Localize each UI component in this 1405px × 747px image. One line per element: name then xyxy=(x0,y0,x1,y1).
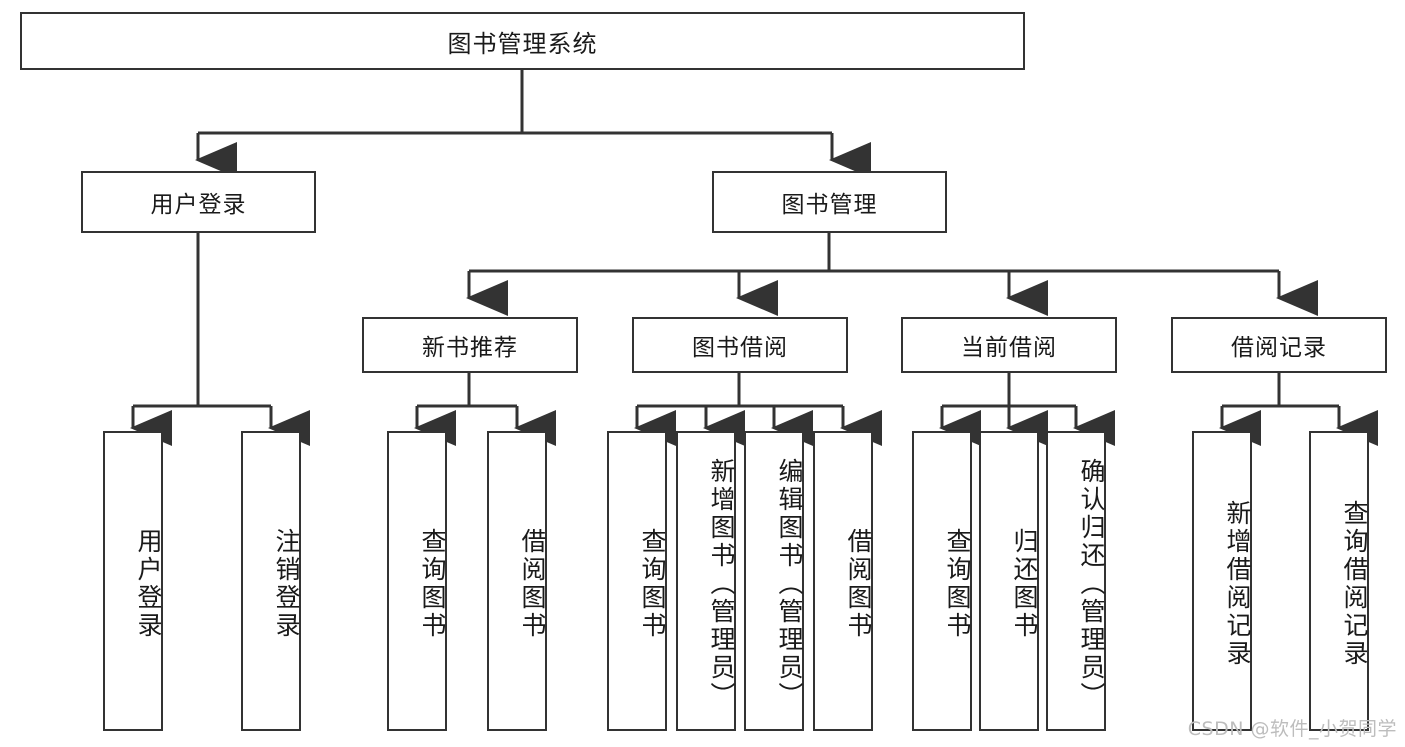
node-label: 归还图书 xyxy=(1010,528,1039,640)
watermark: CSDN @软件_小贺同学 xyxy=(1187,718,1397,740)
node-label: 查询借阅记录 xyxy=(1340,500,1369,668)
node-root-book-management-system[interactable]: 图书管理系统 xyxy=(20,12,1025,70)
leaf-borrow-book[interactable]: 借阅图书 xyxy=(813,431,873,731)
node-label: 借阅图书 xyxy=(844,528,873,640)
node-current-borrow[interactable]: 当前借阅 xyxy=(901,317,1117,373)
node-label: 新书推荐 xyxy=(422,335,518,361)
leaf-edit-book-admin[interactable]: 编辑图书（管理员） xyxy=(744,431,804,731)
node-label: 注销登录 xyxy=(272,528,301,640)
leaf-query-book-recommend[interactable]: 查询图书 xyxy=(387,431,447,731)
leaf-query-book-current[interactable]: 查询图书 xyxy=(912,431,972,731)
node-user-login[interactable]: 用户登录 xyxy=(81,171,316,233)
node-book-management[interactable]: 图书管理 xyxy=(712,171,947,233)
node-label: 图书借阅 xyxy=(692,335,788,361)
node-label: 用户登录 xyxy=(134,528,163,640)
node-borrow-record[interactable]: 借阅记录 xyxy=(1171,317,1387,373)
leaf-query-borrow-record[interactable]: 查询借阅记录 xyxy=(1309,431,1369,731)
node-label: 查询图书 xyxy=(418,528,447,640)
leaf-confirm-return-admin[interactable]: 确认归还（管理员） xyxy=(1046,431,1106,731)
leaf-query-book-borrow[interactable]: 查询图书 xyxy=(607,431,667,731)
node-label: 查询图书 xyxy=(638,528,667,640)
node-label: 新增借阅记录 xyxy=(1223,500,1252,668)
leaf-borrow-book-recommend[interactable]: 借阅图书 xyxy=(487,431,547,731)
node-label: 借阅图书 xyxy=(518,528,547,640)
leaf-user-login[interactable]: 用户登录 xyxy=(103,431,163,731)
node-book-borrow[interactable]: 图书借阅 xyxy=(632,317,848,373)
leaf-add-book-admin[interactable]: 新增图书（管理员） xyxy=(676,431,736,731)
node-label: 用户登录 xyxy=(150,192,247,218)
node-label: 图书管理系统 xyxy=(447,29,598,58)
node-label: 新增图书（管理员） xyxy=(707,458,736,710)
node-label: 当前借阅 xyxy=(961,335,1057,361)
node-label: 编辑图书（管理员） xyxy=(775,458,804,710)
node-label: 查询图书 xyxy=(943,528,972,640)
node-label: 借阅记录 xyxy=(1231,335,1327,361)
leaf-add-borrow-record[interactable]: 新增借阅记录 xyxy=(1192,431,1252,731)
node-label: 图书管理 xyxy=(781,192,878,218)
leaf-logout[interactable]: 注销登录 xyxy=(241,431,301,731)
leaf-return-book[interactable]: 归还图书 xyxy=(979,431,1039,731)
node-label: 确认归还（管理员） xyxy=(1077,458,1106,710)
node-new-book-recommend[interactable]: 新书推荐 xyxy=(362,317,578,373)
